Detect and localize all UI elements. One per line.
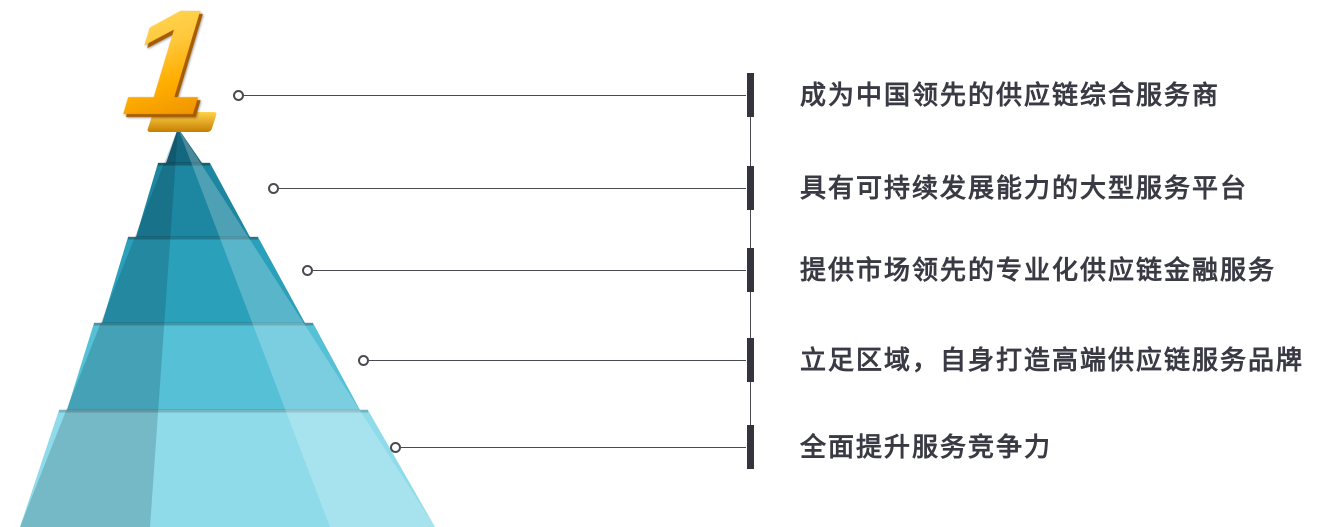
leader-line-5 [401, 447, 746, 448]
pyramid-band-2 [136, 163, 250, 237]
pyramid-item-label: 具有可持续发展能力的大型服务平台 [800, 173, 1249, 203]
leader-line-3 [313, 270, 746, 271]
leader-dot-1 [233, 90, 244, 101]
pyramid-item-label: 全面提升服务竞争力 [800, 432, 1053, 462]
pyramid-item-label: 提供市场领先的专业化供应链金融服务 [800, 255, 1277, 285]
pyramid-graphic [20, 128, 435, 527]
label-marker [747, 425, 754, 469]
label-marker [747, 338, 754, 382]
label-marker [747, 166, 754, 210]
pyramid-right-highlight [178, 128, 435, 527]
pyramid-tip [166, 128, 202, 163]
leader-dot-3 [302, 265, 313, 276]
pyramid-item-label: 成为中国领先的供应链综合服务商 [800, 80, 1221, 110]
label-marker [747, 73, 754, 117]
leader-line-4 [369, 360, 746, 361]
leader-dot-2 [268, 183, 279, 194]
leader-line-2 [279, 188, 746, 189]
pyramid-item-label: 立足区域，自身打造高端供应链服务品牌 [800, 345, 1305, 375]
label-marker [747, 248, 754, 292]
pyramid-band-3 [102, 237, 305, 323]
pyramid-left-shadow [20, 128, 178, 527]
leader-dot-5 [390, 442, 401, 453]
leader-line-1 [244, 95, 746, 96]
leader-dot-4 [358, 355, 369, 366]
pyramid-band-5 [20, 410, 435, 527]
rank-number: 1 [90, 0, 247, 146]
pyramid-band-4 [67, 323, 360, 410]
